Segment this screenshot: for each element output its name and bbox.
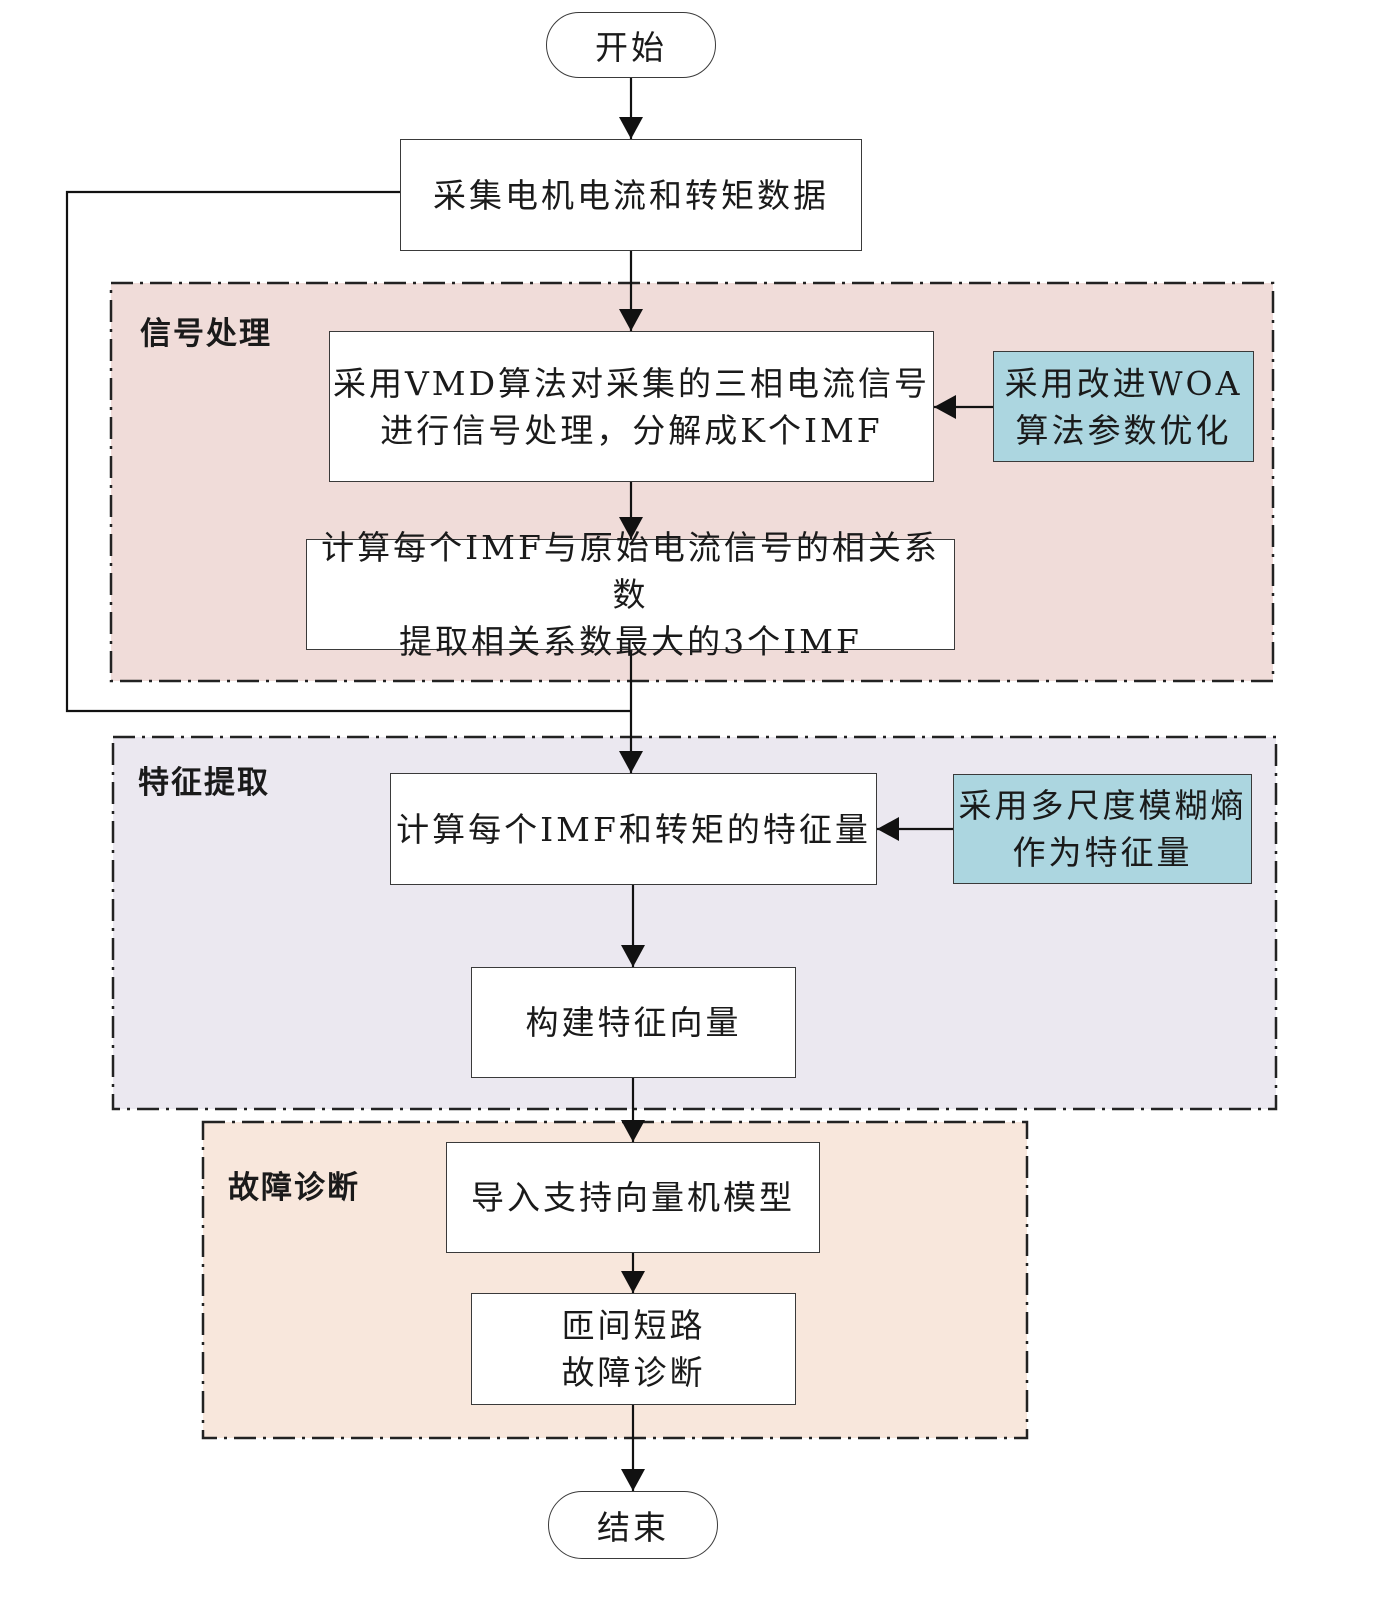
fault-region-border	[201, 1120, 1029, 1440]
correlation-line-1: 计算每个IMF与原始电流信号的相关系数	[321, 528, 940, 614]
end-text: 结束	[597, 1508, 669, 1547]
feature-vector-box: 构建特征向量	[471, 967, 796, 1078]
svm-model-text: 导入支持向量机模型	[471, 1178, 795, 1217]
correlation-box: 计算每个IMF与原始电流信号的相关系数 提取相关系数最大的3个IMF	[306, 528, 955, 661]
feature-extraction-label: 特征提取	[138, 765, 270, 801]
entropy-line-1: 采用多尺度模糊熵	[958, 786, 1247, 825]
vmd-decomposition-box: 采用VMD算法对采集的三相电流信号 进行信号处理，分解成K个IMF	[329, 331, 934, 482]
feature-compute-box: 计算每个IMF和转矩的特征量	[390, 773, 877, 885]
fault-diagnosis-label: 故障诊断	[228, 1170, 360, 1206]
acquire-data-text: 采集电机电流和转矩数据	[433, 175, 829, 215]
svm-model-box: 导入支持向量机模型	[446, 1142, 820, 1253]
feature-vector-text: 构建特征向量	[525, 1003, 742, 1042]
woa-line-2: 算法参数优化	[1015, 410, 1232, 450]
fault-result-box: 匝间短路 故障诊断	[471, 1293, 796, 1405]
bypass-torque-line	[65, 190, 631, 713]
fault-result-line-1: 匝间短路	[561, 1306, 706, 1345]
correlation-line-2: 提取相关系数最大的3个IMF	[399, 622, 862, 661]
entropy-line-2: 作为特征量	[1012, 833, 1193, 872]
vmd-line-1: 采用VMD算法对采集的三相电流信号	[332, 363, 931, 403]
start-terminal: 开始	[546, 12, 716, 78]
feature-region-border	[111, 735, 1278, 1111]
woa-optimization-box: 采用改进WOA 算法参数优化	[993, 351, 1254, 462]
vmd-line-2: 进行信号处理，分解成K个IMF	[380, 410, 883, 450]
fault-result-line-2: 故障诊断	[561, 1353, 706, 1392]
start-text: 开始	[595, 28, 667, 67]
end-terminal: 结束	[548, 1491, 718, 1559]
entropy-feature-box: 采用多尺度模糊熵 作为特征量	[953, 774, 1252, 884]
feature-compute-text: 计算每个IMF和转矩的特征量	[396, 809, 871, 849]
acquire-data-box: 采集电机电流和转矩数据	[400, 139, 862, 251]
woa-line-1: 采用改进WOA	[1004, 363, 1243, 403]
signal-processing-label: 信号处理	[140, 316, 272, 352]
